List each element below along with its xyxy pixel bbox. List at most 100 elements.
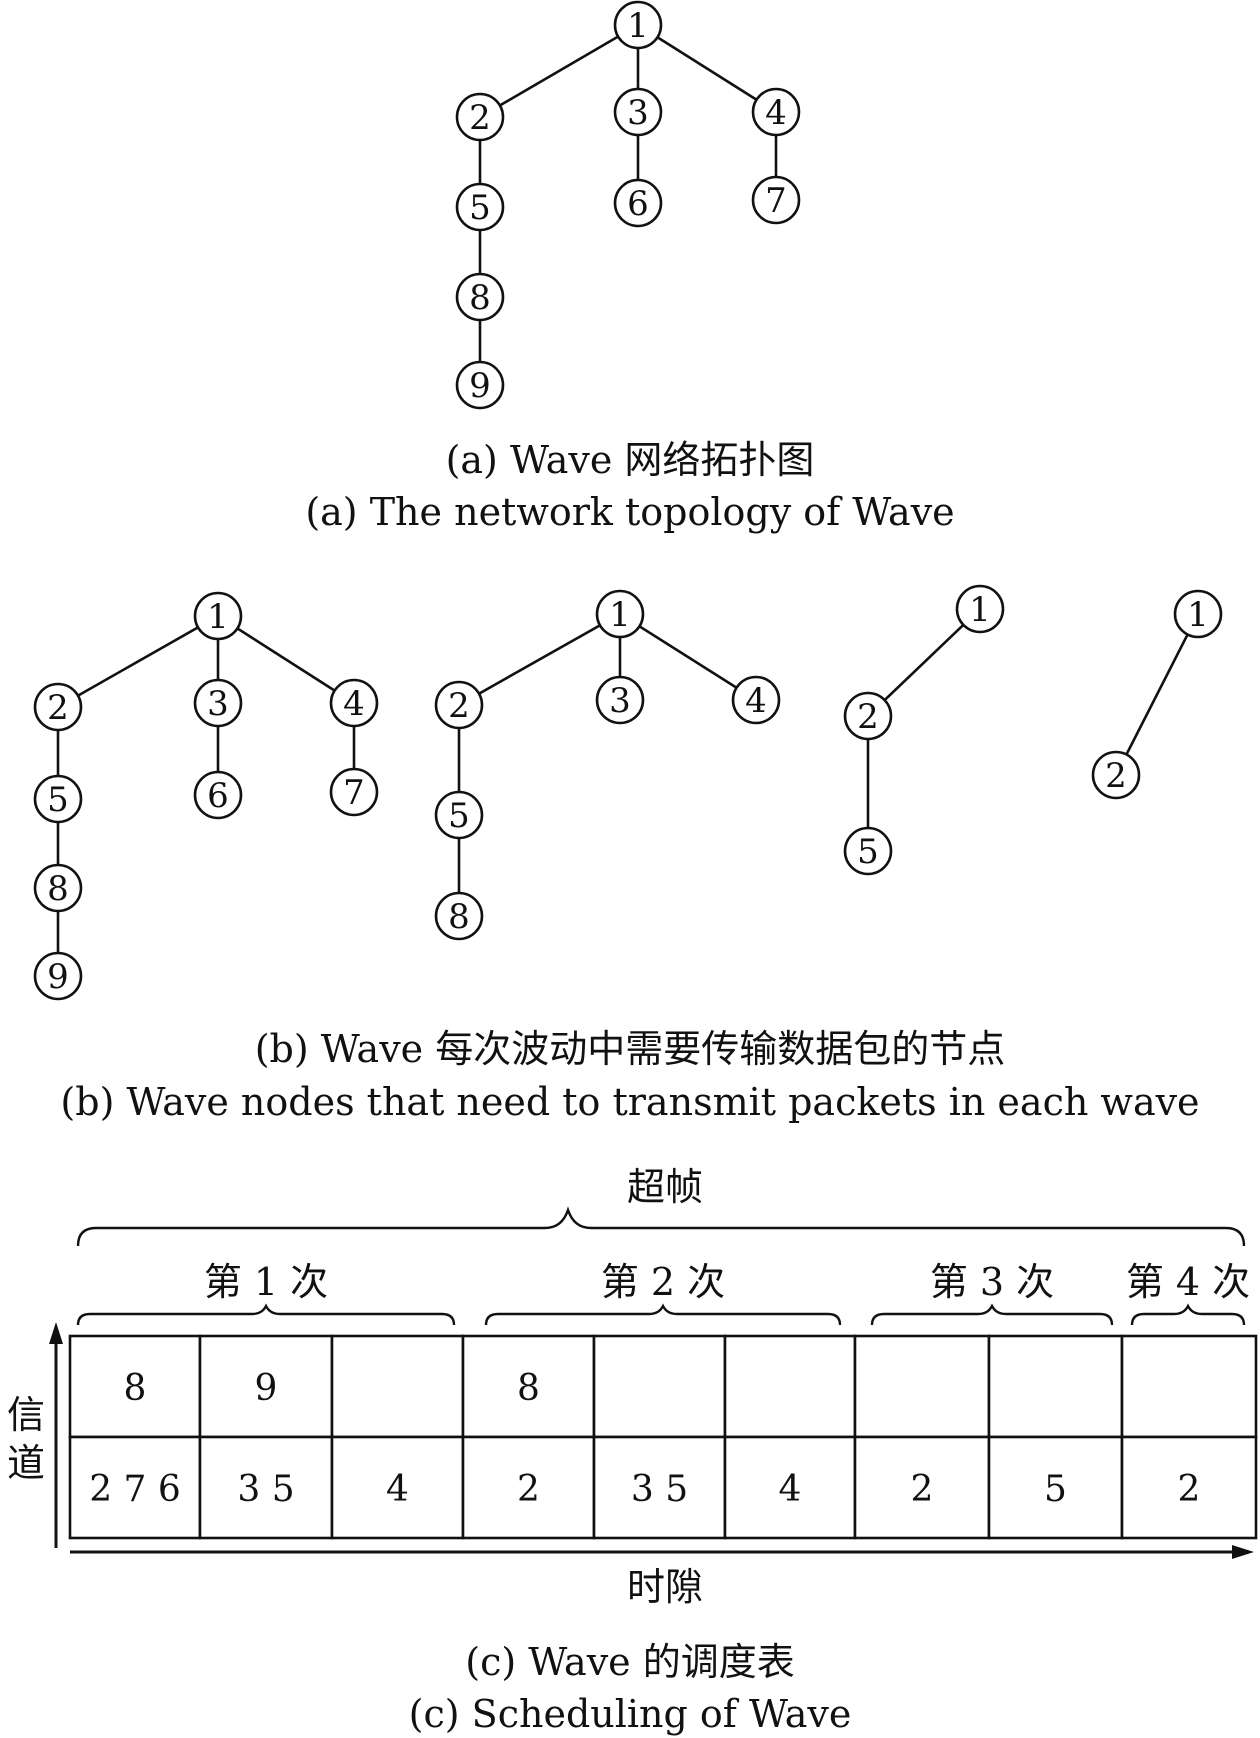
topology-node-circle-4	[751, 87, 801, 137]
schedule-cell: 4	[723, 1435, 857, 1540]
wave2-node-circle-3	[595, 675, 645, 725]
topology-node-circle-7	[751, 175, 801, 225]
schedule-cell: 2 7 6	[68, 1435, 202, 1540]
schedule-cell-box	[592, 1334, 727, 1439]
topology-edge-1-2	[479, 23, 639, 119]
wave1-node-4: 4	[329, 678, 379, 728]
schedule-cell-value: 2 7 6	[89, 1469, 181, 1510]
topology-node-1: 1	[613, 0, 663, 50]
wave4-node-circle-2	[1091, 750, 1141, 800]
wave2-node-1: 1	[595, 589, 645, 639]
caption-c-zh: (c) Wave 的调度表	[465, 1640, 794, 1684]
schedule-cell: 3 5	[592, 1435, 727, 1540]
channel-label: 信道	[7, 1393, 45, 1485]
wave3-node-label-2: 2	[857, 697, 879, 737]
wave2-node-label-2: 2	[448, 686, 470, 726]
wave1-node-7: 7	[329, 767, 379, 817]
wave2-node-circle-4	[731, 675, 781, 725]
schedule-cell-box	[987, 1435, 1124, 1540]
wave1-node-label-3: 3	[207, 684, 229, 724]
wave1-node-8: 8	[33, 863, 83, 913]
schedule-cell: 4	[330, 1435, 465, 1540]
caption-c-en: (c) Scheduling of Wave	[409, 1692, 852, 1736]
topology-node-2: 2	[455, 92, 505, 142]
wave2-node-4: 4	[731, 675, 781, 725]
topology-node-label-1: 1	[627, 6, 649, 46]
topology-node-label-4: 4	[765, 93, 787, 133]
wave1-node-3: 3	[193, 678, 243, 728]
wave-graph-1: 1 2 3 4 5 6 7 8 9	[33, 591, 379, 1001]
wave1-node-label-5: 5	[47, 780, 69, 820]
caption-b-en: (b) Wave nodes that need to transmit pac…	[60, 1080, 1199, 1124]
wave2-node-circle-8	[434, 891, 484, 941]
schedule-cell: 2	[853, 1435, 991, 1540]
schedule-cell	[1120, 1334, 1258, 1439]
topology-node-circle-1	[613, 0, 663, 50]
wave1-node-label-7: 7	[343, 773, 365, 813]
schedule-cell-box	[330, 1435, 465, 1540]
wave1-edge-1-2	[57, 614, 219, 709]
channel-label-char: 信	[7, 1393, 45, 1437]
wave-graph-4: 12	[1091, 589, 1223, 800]
schedule-cell-box	[723, 1435, 857, 1540]
wave4-node-label-1: 1	[1187, 595, 1209, 635]
wave1-node-circle-8	[33, 863, 83, 913]
wave1-node-1: 1	[193, 591, 243, 641]
topology-node-circle-6	[613, 178, 663, 228]
wave2-node-3: 3	[595, 675, 645, 725]
wave-brace-1	[76, 1303, 456, 1326]
wave-label-3: 第 3 次	[930, 1260, 1054, 1304]
wave2-edge-1-4	[619, 612, 757, 702]
schedule-cell: 8	[68, 1334, 202, 1439]
wave-brace-2	[484, 1303, 842, 1326]
schedule-cell: 3 5	[198, 1435, 334, 1540]
channel-axis-arrowhead	[49, 1322, 63, 1344]
wave3-edge-1-2	[867, 608, 981, 717]
schedule-cell-value: 2	[911, 1469, 934, 1510]
schedule-cell-box	[853, 1334, 991, 1439]
wave4-node-label-2: 2	[1105, 756, 1127, 796]
topology-node-label-2: 2	[469, 98, 491, 138]
schedule-cell-box	[461, 1435, 596, 1540]
schedule-cell-value: 4	[779, 1469, 802, 1510]
wave1-node-label-8: 8	[47, 869, 69, 909]
wave2-node-circle-5	[434, 790, 484, 840]
wave-brace-3	[870, 1303, 1114, 1326]
schedule-cell-box	[198, 1334, 334, 1439]
wave1-node-label-1: 1	[207, 597, 229, 637]
wave1-node-2: 2	[33, 682, 83, 732]
wave3-node-circle-5	[843, 826, 893, 876]
wave1-node-circle-7	[329, 767, 379, 817]
schedule-cell	[723, 1334, 857, 1439]
schedule-cell	[592, 1334, 727, 1439]
wave-label-2: 第 2 次	[601, 1260, 725, 1304]
wave-label-1: 第 1 次	[204, 1260, 328, 1304]
schedule-cell-value: 3 5	[237, 1469, 294, 1510]
wave1-edge-1-4	[217, 614, 355, 705]
schedule-cell	[853, 1334, 991, 1439]
wave-brace-4	[1130, 1303, 1246, 1326]
topology-node-label-3: 3	[627, 93, 649, 133]
wave4-edge-1-2	[1114, 613, 1200, 776]
topology-node-8: 8	[455, 272, 505, 322]
schedule-cell: 2	[461, 1435, 596, 1540]
schedule-cell-box	[723, 1334, 857, 1439]
caption-b-zh: (b) Wave 每次波动中需要传输数据包的节点	[255, 1027, 1006, 1071]
schedule-cell-value: 2	[1178, 1469, 1201, 1510]
schedule-cell-value: 3 5	[631, 1469, 688, 1510]
wave1-node-label-2: 2	[47, 688, 69, 728]
wave1-node-circle-9	[33, 951, 83, 1001]
wave1-node-label-6: 6	[207, 776, 229, 816]
wave1-node-9: 9	[33, 951, 83, 1001]
wave2-node-2: 2	[434, 680, 484, 730]
wave1-node-circle-4	[329, 678, 379, 728]
topology-node-9: 9	[455, 360, 505, 410]
wave1-node-5: 5	[33, 774, 83, 824]
wave2-node-8: 8	[434, 891, 484, 941]
wave2-node-label-1: 1	[609, 595, 631, 635]
schedule-cell-value: 5	[1044, 1469, 1067, 1510]
schedule-cell-value: 8	[124, 1368, 147, 1409]
